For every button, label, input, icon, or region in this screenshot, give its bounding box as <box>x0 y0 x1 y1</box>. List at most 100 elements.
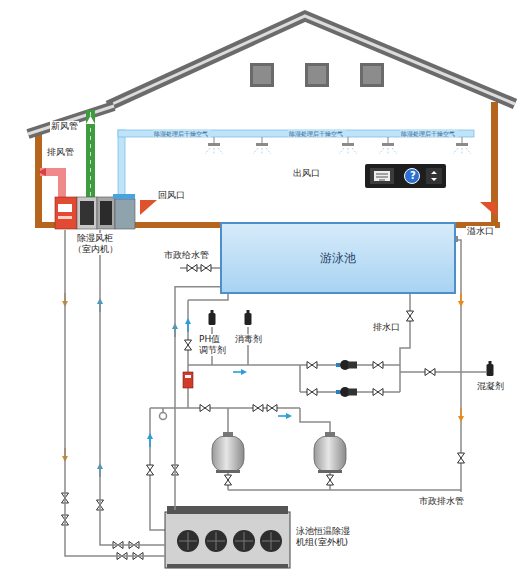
pipework-part <box>228 489 461 491</box>
duct-note: 除湿处理后干燥空气 <box>400 130 458 137</box>
air-ducts-part <box>339 137 357 155</box>
screen-toolbar-part <box>376 174 388 180</box>
pipework-part <box>227 408 229 434</box>
building-part <box>28 106 114 134</box>
indoor-unit-box: 除湿风柜 （室内机） <box>55 195 135 230</box>
part-label: 消毒剂 <box>234 334 263 345</box>
valves-part <box>201 265 211 272</box>
equipment-part <box>185 375 191 378</box>
valves-part <box>458 453 465 463</box>
air-ducts-part <box>205 137 223 155</box>
screen-toolbar-part <box>405 169 420 184</box>
valves-part <box>225 475 232 485</box>
building-part <box>108 16 515 106</box>
indoor-unit-part <box>115 199 135 229</box>
air-ducts-part <box>38 168 46 176</box>
outdoor-unit-box: 泳池恒温除湿 机组(室外机) <box>165 510 290 568</box>
pipe-connector <box>175 287 220 510</box>
flow-arrows-part <box>458 408 464 422</box>
valves-part <box>147 465 154 475</box>
outdoor-unit-part <box>188 532 271 550</box>
valves-part <box>200 405 210 412</box>
equipment-part <box>487 361 494 376</box>
valves-part <box>307 389 317 396</box>
air-ducts-part <box>379 137 397 155</box>
valves-part <box>187 265 197 272</box>
pipework-part <box>180 267 220 269</box>
air-ducts-part <box>253 137 271 155</box>
screen-toolbar-part <box>431 171 437 181</box>
building-part <box>250 63 274 87</box>
screen-toolbar-part <box>370 168 394 184</box>
duct-note: 除湿处理后干燥空气 <box>288 130 346 137</box>
pipework-part <box>247 327 249 365</box>
equipment-part <box>314 432 346 473</box>
part-label: 市政排水管 <box>418 496 465 507</box>
pipework-part <box>188 294 228 300</box>
part-label: 新风管 <box>50 121 79 132</box>
node-label: 游泳池 <box>320 251 356 265</box>
equipment-part <box>336 387 357 397</box>
air-ducts <box>38 110 474 198</box>
part-label: 出风口 <box>292 168 321 179</box>
outdoor-unit-part <box>179 541 280 542</box>
pipework-part <box>400 294 410 392</box>
indoor-unit-part <box>113 194 135 199</box>
part-label: 溢水口 <box>466 226 495 237</box>
building-part <box>28 106 114 134</box>
indoor-unit-part <box>100 201 112 225</box>
help-icon-text: ? <box>407 170 419 181</box>
building-part <box>140 200 157 215</box>
outdoor-unit-part <box>165 512 290 568</box>
valves-part <box>307 362 317 369</box>
outdoor-unit <box>165 506 290 568</box>
pipework-part <box>300 408 330 434</box>
air-ducts-part <box>118 130 125 198</box>
pipe-connector <box>65 230 165 556</box>
equipment-part <box>336 360 357 370</box>
flow-arrows-part <box>185 318 191 332</box>
valves-part <box>185 340 192 350</box>
indoor-unit-part <box>77 197 97 229</box>
pipework-part <box>188 364 400 366</box>
valves-part <box>253 405 263 412</box>
equipment-part <box>212 432 244 473</box>
building-part <box>305 63 329 87</box>
pipework-part <box>187 300 189 408</box>
indoor-unit-part <box>58 216 72 219</box>
equipment-part <box>183 372 193 388</box>
pool-box: 游泳池 <box>220 222 456 294</box>
pipe-connector <box>100 230 165 545</box>
indoor-unit-part <box>80 201 94 225</box>
pipework-part <box>160 413 167 420</box>
air-ducts-part <box>86 110 95 198</box>
air-ducts-part <box>453 137 471 155</box>
flow-arrows-part <box>278 413 292 419</box>
part-label: 排水口 <box>372 322 401 333</box>
building-part <box>108 16 515 106</box>
building <box>28 16 515 228</box>
air-ducts-part <box>90 112 91 196</box>
flow-arrows-part <box>233 369 247 375</box>
air-ducts-part <box>118 130 474 137</box>
node-label: 除湿风柜 （室内机） <box>72 233 119 255</box>
part-label: 市政给水管 <box>163 250 210 261</box>
outdoor-unit-part <box>167 564 288 568</box>
valves-part <box>267 405 277 412</box>
screen-toolbar <box>365 164 446 188</box>
flow-arrows <box>62 293 464 477</box>
duct-note: 除湿处理后干燥空气 <box>153 130 211 137</box>
pipework-part <box>150 408 165 530</box>
valves-part <box>425 369 435 376</box>
air-ducts-part <box>86 116 95 124</box>
building-part <box>363 66 381 84</box>
pipework-part <box>299 365 301 392</box>
building-part <box>308 66 326 84</box>
indoor-unit-part <box>55 197 77 229</box>
valves-part <box>327 475 334 485</box>
valves-part <box>373 362 383 369</box>
equipment-part <box>245 310 252 325</box>
screen-toolbar-part <box>365 164 446 188</box>
indoor-unit-part <box>97 197 115 229</box>
flow-arrows-part <box>147 433 153 447</box>
